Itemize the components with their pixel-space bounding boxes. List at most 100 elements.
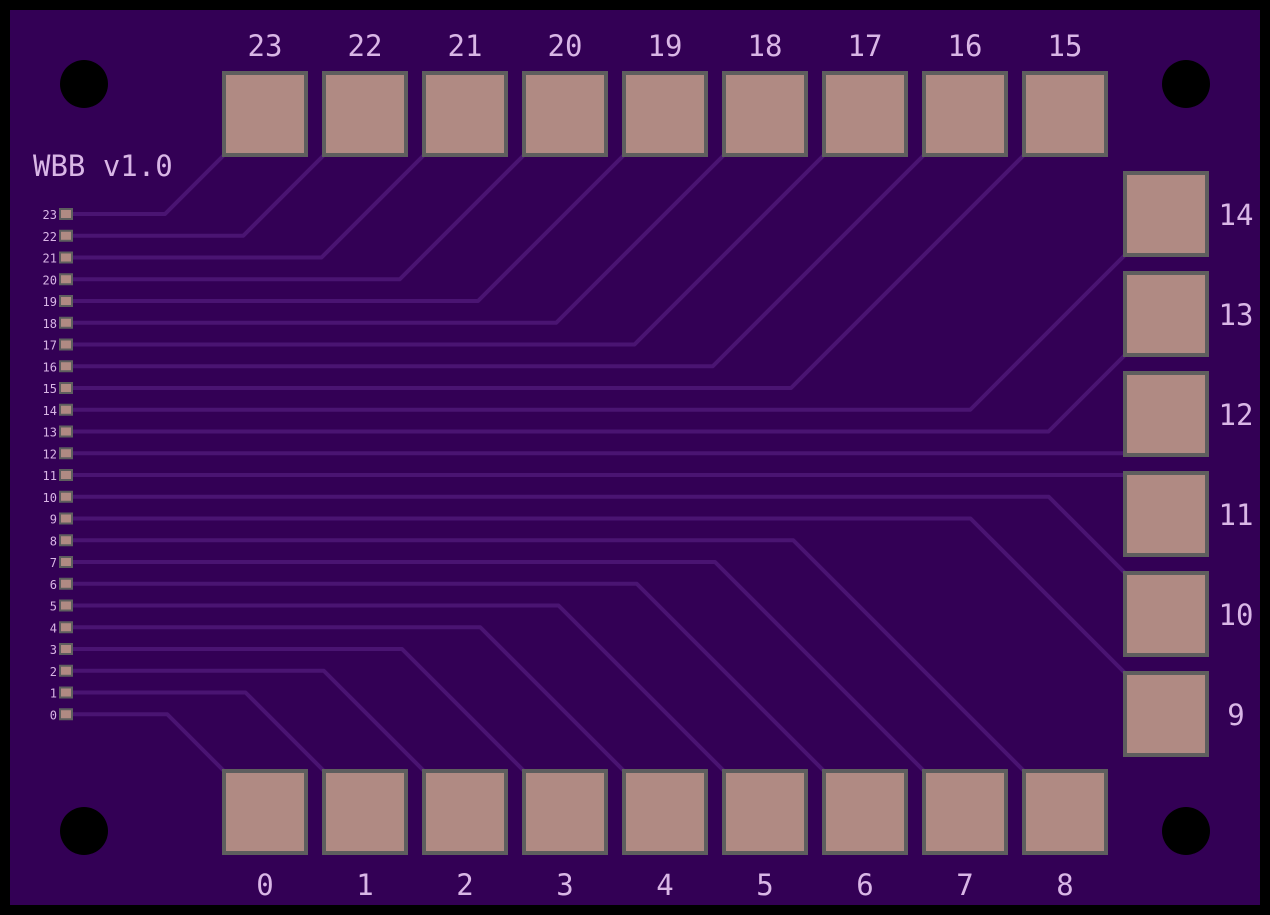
header-pin-17 — [59, 338, 73, 351]
pad-4 — [622, 769, 708, 855]
pad-label-21: 21 — [448, 29, 483, 63]
header-pin-19 — [59, 295, 73, 307]
header-pin-22 — [59, 229, 73, 242]
pad-14 — [1123, 171, 1209, 257]
header-pin-label-4: 4 — [50, 621, 57, 635]
trace-23 — [66, 153, 226, 216]
header-pin-6 — [59, 577, 73, 590]
mounting-hole-bottom-left — [60, 807, 108, 855]
trace-19 — [66, 153, 626, 303]
pad-22 — [322, 71, 408, 157]
header-pin-8 — [59, 534, 73, 547]
mounting-hole-bottom-right — [1162, 807, 1210, 855]
header-pin-5 — [59, 599, 73, 612]
pad-label-14: 14 — [1219, 198, 1254, 232]
header-pin-label-17: 17 — [43, 339, 57, 353]
header-pin-9 — [59, 512, 73, 525]
pad-label-10: 10 — [1219, 598, 1254, 632]
pad-label-13: 13 — [1219, 298, 1254, 332]
trace-7 — [66, 560, 926, 773]
header-pin-21 — [59, 251, 73, 264]
header-pin-label-22: 22 — [43, 230, 57, 244]
header-pin-label-3: 3 — [50, 643, 57, 657]
pad-label-4: 4 — [656, 868, 673, 902]
header-pin-label-0: 0 — [50, 708, 57, 722]
header-pin-2 — [59, 664, 73, 677]
mounting-hole-top-right — [1162, 60, 1210, 108]
header-pin-label-6: 6 — [50, 578, 57, 592]
trace-1 — [66, 690, 326, 773]
trace-8 — [66, 538, 1026, 773]
pad-label-5: 5 — [756, 868, 773, 902]
pad-label-3: 3 — [556, 868, 573, 902]
header-pin-10 — [59, 490, 73, 503]
header-pin-0 — [59, 708, 73, 721]
header-pin-label-23: 23 — [43, 208, 57, 222]
pad-label-23: 23 — [248, 29, 283, 63]
trace-15 — [66, 153, 1026, 390]
pads-layer — [222, 71, 1209, 855]
mounting-holes — [60, 60, 1210, 855]
trace-13 — [66, 353, 1127, 434]
header-pin-label-7: 7 — [50, 556, 57, 570]
pad-17 — [822, 71, 908, 157]
trace-2 — [66, 668, 426, 773]
trace-20 — [66, 153, 526, 282]
header-pin-1 — [59, 686, 73, 699]
pad-10 — [1123, 571, 1209, 657]
traces-layer — [66, 153, 1135, 773]
pad-label-7: 7 — [956, 868, 973, 902]
trace-6 — [66, 581, 826, 773]
pad-label-2: 2 — [456, 868, 473, 902]
board-title: WBB v1.0 — [33, 149, 173, 183]
pad-19 — [622, 71, 708, 157]
trace-17 — [66, 153, 826, 347]
trace-9 — [66, 516, 1127, 675]
header-pin-11 — [59, 469, 73, 481]
header-pins — [59, 208, 73, 721]
header-pin-label-9: 9 — [50, 513, 57, 527]
pad-label-11: 11 — [1219, 498, 1254, 532]
pad-1 — [322, 769, 408, 855]
pad-label-15: 15 — [1048, 29, 1083, 63]
pad-21 — [422, 71, 508, 157]
header-pin-label-12: 12 — [43, 447, 57, 461]
header-pin-label-5: 5 — [50, 600, 57, 614]
pad-label-17: 17 — [848, 29, 883, 63]
header-pin-label-15: 15 — [43, 382, 57, 396]
header-pin-20 — [59, 273, 73, 286]
pad-9 — [1123, 671, 1209, 757]
header-pin-23 — [59, 208, 73, 220]
header-pin-7 — [59, 556, 73, 568]
trace-0 — [66, 712, 226, 773]
header-pin-18 — [59, 316, 73, 329]
pad-label-8: 8 — [1056, 868, 1073, 902]
pad-16 — [922, 71, 1008, 157]
header-pin-label-19: 19 — [43, 295, 57, 309]
trace-22 — [66, 153, 326, 238]
header-pin-16 — [59, 360, 73, 373]
header-pin-label-1: 1 — [50, 687, 57, 701]
pad-label-9: 9 — [1227, 698, 1244, 732]
header-pin-15 — [59, 382, 73, 394]
pad-label-18: 18 — [748, 29, 783, 63]
pad-label-0: 0 — [256, 868, 273, 902]
header-pin-label-21: 21 — [43, 252, 57, 266]
header-pin-4 — [59, 621, 73, 634]
mounting-hole-top-left — [60, 60, 108, 108]
pad-label-6: 6 — [856, 868, 873, 902]
trace-3 — [66, 647, 526, 773]
pad-8 — [1022, 769, 1108, 855]
pad-3 — [522, 769, 608, 855]
pad-label-12: 12 — [1219, 398, 1254, 432]
pad-label-19: 19 — [648, 29, 683, 63]
header-pin-13 — [59, 425, 73, 438]
pad-15 — [1022, 71, 1108, 157]
header-pin-label-20: 20 — [43, 273, 57, 287]
header-pin-label-16: 16 — [43, 360, 57, 374]
pad-2 — [422, 769, 508, 855]
header-pin-label-11: 11 — [43, 469, 57, 483]
pad-0 — [222, 769, 308, 855]
